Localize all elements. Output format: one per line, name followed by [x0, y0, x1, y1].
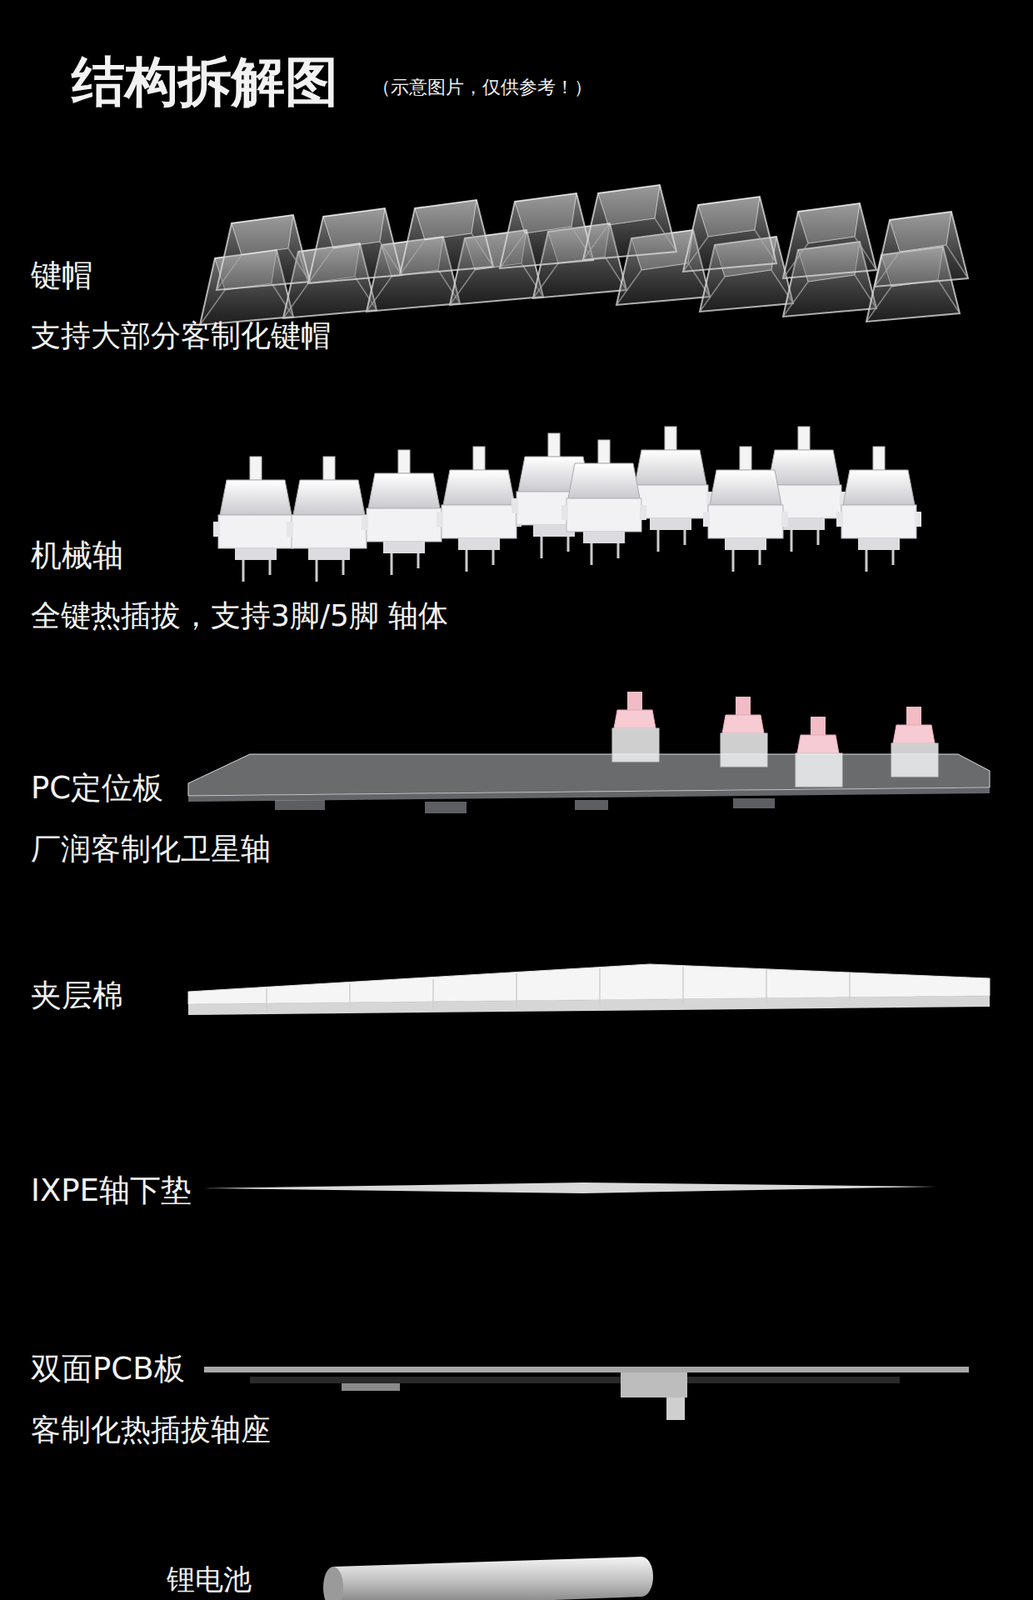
- part-name: 夹层棉: [30, 978, 124, 1014]
- part-name: 双面PCB板: [30, 1351, 185, 1388]
- note-text: （示意图片，仅供参考！）: [372, 76, 593, 98]
- foam-layer: [188, 963, 990, 1015]
- ixpe-pad: [204, 1182, 937, 1193]
- battery: [323, 1556, 654, 1600]
- part-name: PC定位板: [30, 770, 164, 807]
- part-name: IXPE轴下垫: [30, 1172, 192, 1209]
- part-name: 机械轴: [30, 538, 124, 574]
- part-name: 键帽: [30, 258, 93, 295]
- part-description: 厂润客制化卫星轴: [30, 831, 271, 866]
- page-title: 结构拆解图: [71, 51, 339, 114]
- part-name: 锂电池: [166, 1562, 252, 1596]
- pcb-board: [204, 1366, 969, 1420]
- part-description: 全键热插拔，支持3脚/5脚 轴体: [30, 598, 449, 633]
- pc-plate: [188, 691, 990, 814]
- part-description: 支持大部分客制化键帽: [30, 318, 331, 353]
- part-description: 客制化热插拔轴座: [30, 1412, 271, 1447]
- keycaps: [199, 184, 969, 325]
- switches: [213, 426, 922, 582]
